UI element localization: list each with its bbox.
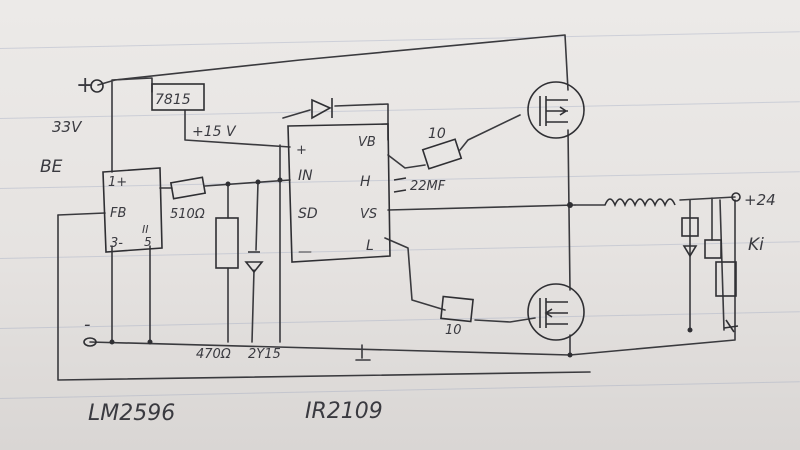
- junction-dot: [687, 327, 693, 333]
- bootstrap-capacitor: [393, 177, 407, 193]
- output-branch-wire: [689, 197, 725, 331]
- low-gate-wire: [384, 237, 536, 323]
- rail-15v-wire: [184, 109, 291, 148]
- regulator-label: 7815: [155, 92, 191, 108]
- junction-dot: [109, 339, 115, 345]
- mosfet-high: [527, 81, 585, 139]
- zener-wire: [251, 181, 259, 343]
- lm2596-box: [102, 167, 163, 253]
- lm-pin3-label: 3-: [110, 236, 123, 251]
- ground-terminal: [83, 337, 97, 347]
- output-terminal-bottom: [723, 319, 739, 333]
- ground-rail-wire: [89, 199, 736, 356]
- ground-symbol: [355, 344, 371, 361]
- junction-dot: [225, 181, 231, 187]
- r510-label: 510Ω: [170, 207, 205, 222]
- output-inductor: [604, 198, 676, 208]
- bootstrap-diode: [311, 98, 333, 120]
- ir-vs-label: VS: [360, 207, 377, 222]
- resistor-gate-low: [440, 295, 474, 323]
- output-wire: [679, 196, 736, 201]
- lm-fb-label: FB: [110, 206, 126, 221]
- ir-minus-label: —: [298, 244, 312, 260]
- lm-pin5-label: 5: [144, 235, 152, 249]
- output-diode: [682, 245, 698, 258]
- bridge-mid-wire: [567, 129, 571, 291]
- minus-label: -: [84, 314, 91, 335]
- plus-label: +: [76, 73, 94, 98]
- ir2109-box: [287, 123, 391, 263]
- mosfet-high-symbol: [539, 96, 568, 126]
- input-voltage-label: 33V: [52, 118, 83, 136]
- top-rail-wire: [97, 34, 569, 91]
- reg-input-wire: [111, 77, 153, 93]
- ir-l-label: L: [366, 238, 374, 254]
- output-capacitor: [681, 217, 699, 237]
- in-line-wire: [204, 179, 291, 187]
- ir-plus-label: +: [296, 143, 307, 158]
- fb-wire: [57, 212, 106, 216]
- ki-label: Ki: [748, 235, 764, 255]
- mosfet-low-symbol: [539, 298, 568, 328]
- output-label: +24: [744, 191, 776, 209]
- ir-sd-label: SD: [298, 206, 318, 222]
- zener-label: 2Y15: [248, 347, 281, 362]
- junction-dot: [255, 179, 261, 185]
- regulator-box: [151, 83, 205, 111]
- outline-wire: [57, 214, 591, 381]
- rail-15v-label: +15 V: [192, 124, 237, 140]
- output-resistor: [704, 239, 722, 259]
- junction-dot: [277, 177, 283, 183]
- wires: [57, 34, 736, 381]
- resistor-gate-high: [421, 138, 463, 170]
- components: [83, 79, 741, 358]
- lm-ground-wire: [111, 245, 151, 343]
- capacitor-label: 22MF: [410, 179, 446, 194]
- junction-dot: [567, 202, 573, 208]
- high-gate-wire: [387, 114, 521, 169]
- ir-h-label: H: [360, 174, 371, 190]
- lm-pin1-label: 1+: [108, 175, 127, 190]
- junction-dot: [567, 352, 573, 358]
- ir-vb-label: VB: [358, 135, 376, 150]
- lm-roman-label: II: [142, 223, 149, 236]
- junction-dot: [147, 339, 153, 345]
- mosfet-low: [527, 283, 585, 341]
- output-terminal: [731, 192, 741, 202]
- lm2596-chip-label: LM2596: [88, 401, 175, 426]
- labels: + 33V BE 7815 +15 V 1+ FB 3- II 5 510Ω 4…: [40, 73, 776, 426]
- output-load: [715, 261, 737, 297]
- ir2109-chip-label: IR2109: [305, 399, 383, 424]
- resistor-470: [215, 217, 239, 269]
- r470-label: 470Ω: [196, 347, 231, 362]
- gate-resistor-low-label: 10: [445, 323, 462, 338]
- vs-wire: [387, 204, 576, 211]
- ir-in-label: IN: [298, 168, 313, 184]
- input-terminal: [90, 79, 104, 93]
- be-label: BE: [40, 157, 63, 177]
- gate-resistor-high-label: 10: [428, 126, 446, 142]
- zener-diode: [244, 251, 264, 274]
- resistor-510: [169, 176, 207, 200]
